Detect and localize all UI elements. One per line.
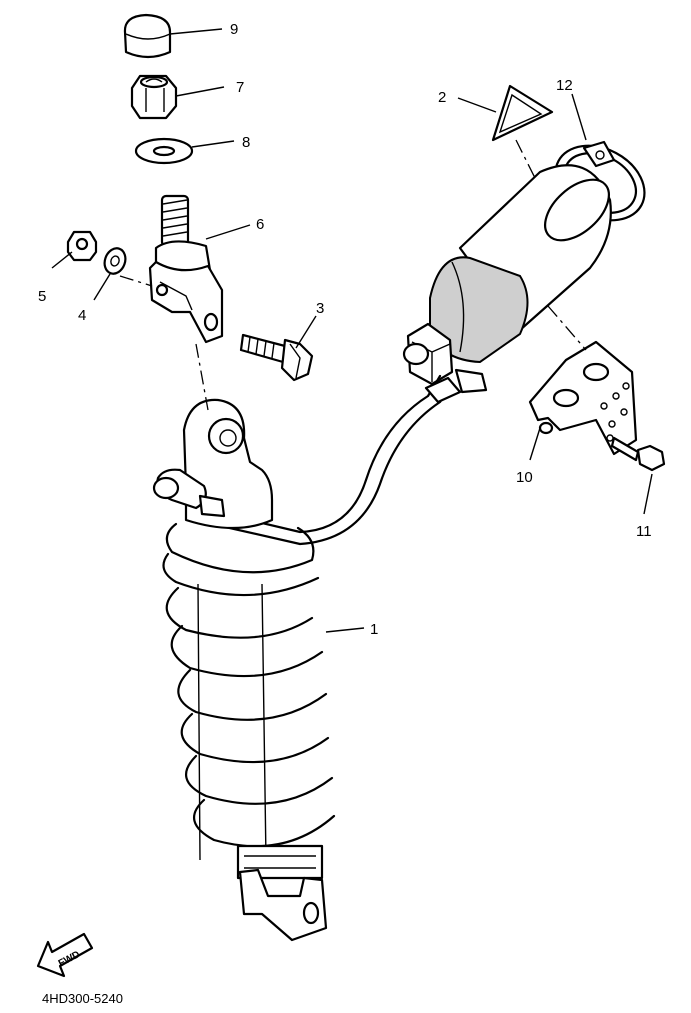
callout-labels: 9 7 8 6 3 5 4 2 12 1 10 11 — [38, 21, 652, 638]
part-3-bolt — [239, 333, 314, 382]
part-9-cap — [123, 13, 172, 59]
callout-5: 5 — [38, 288, 46, 305]
part-5-nut — [66, 230, 98, 262]
part-8-washer — [134, 137, 194, 165]
fwd-direction-arrow: FWD — [36, 932, 94, 978]
callout-4: 4 — [78, 307, 86, 324]
callout-9: 9 — [230, 21, 238, 38]
callout-2: 2 — [438, 89, 446, 106]
callout-6: 6 — [256, 216, 264, 233]
part-11-screw — [610, 436, 666, 472]
part-6-upper-bracket — [148, 194, 224, 344]
callout-3: 3 — [316, 300, 324, 317]
leader-lines — [51, 28, 653, 633]
part-1-shock-absorber — [152, 398, 336, 942]
alignment-lines — [119, 139, 587, 411]
reservoir-body — [402, 164, 612, 386]
diagram-code: 4HD300-5240 — [42, 991, 123, 1006]
callout-10: 10 — [516, 469, 533, 486]
callout-12: 12 — [556, 77, 573, 94]
part-10-reservoir-bracket — [528, 340, 638, 456]
part-4-washer — [103, 247, 127, 275]
callout-7: 7 — [236, 79, 244, 96]
reservoir-hose — [210, 368, 488, 546]
callout-1: 1 — [370, 621, 378, 638]
callout-8: 8 — [242, 134, 250, 151]
callout-11: 11 — [636, 523, 652, 540]
part-2-warning-label — [491, 84, 554, 142]
part-7-nut — [130, 74, 178, 120]
